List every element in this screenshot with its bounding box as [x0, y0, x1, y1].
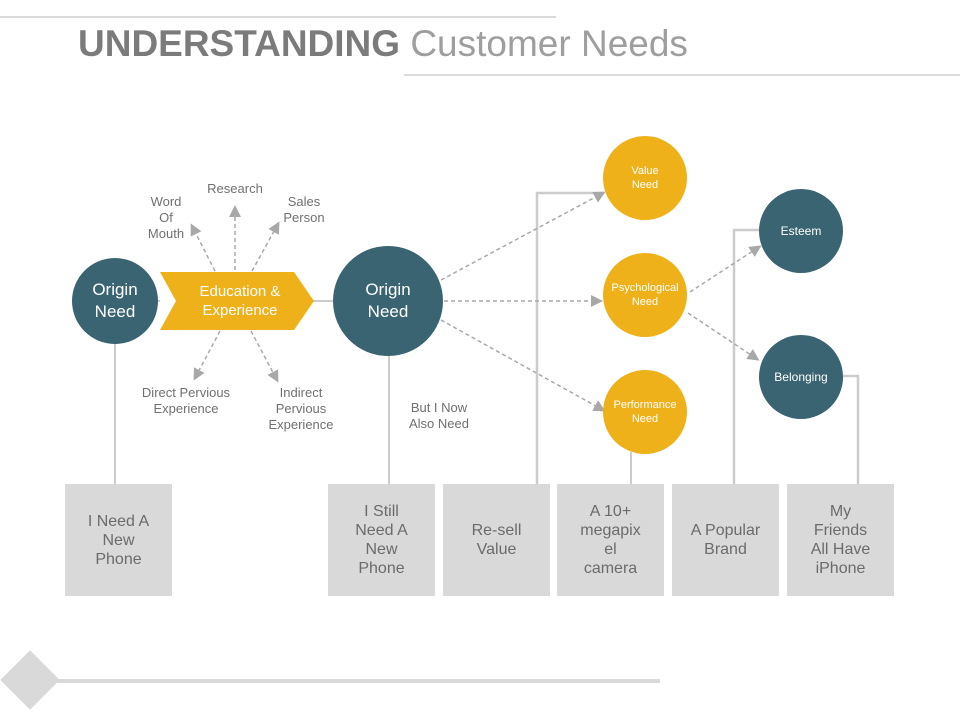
- indirect-pervious-experience-label: Indirect Pervious Experience: [268, 385, 334, 432]
- performance-need-circle: Performance Need: [603, 370, 687, 454]
- word-of-mouth-label: Word Of Mouth: [147, 194, 185, 241]
- page-title: UNDERSTANDING Customer Needs: [78, 22, 688, 66]
- arrow-to-belonging: [687, 312, 760, 361]
- box-i-still-need-a-new-phone: I Still Need A New Phone: [328, 484, 435, 596]
- arrow-word-of-mouth: [190, 223, 216, 272]
- box-megapixel-camera: A 10+ megapix el camera: [557, 484, 664, 596]
- esteem-circle: Esteem: [759, 189, 843, 273]
- research-label: Research: [207, 181, 263, 196]
- connector-value: [535, 191, 604, 484]
- box-friends-iphone: My Friends All Have iPhone: [787, 484, 894, 596]
- title-bold: UNDERSTANDING: [78, 23, 401, 64]
- box-popular-brand: A Popular Brand: [672, 484, 779, 596]
- box-re-sell-value: Re-sell Value: [443, 484, 550, 596]
- title-light: Customer Needs: [410, 23, 688, 64]
- arrow-to-esteem: [689, 245, 762, 293]
- connector-belonging: [840, 374, 860, 484]
- sales-person-label: Sales Person: [283, 194, 325, 225]
- education-arrow-shape: [160, 272, 314, 330]
- origin-need-center-circle: Origin Need: [333, 246, 443, 356]
- direct-pervious-experience-label: Direct Pervious Experience: [141, 385, 231, 416]
- psychological-need-circle: Psychological Need: [603, 253, 687, 337]
- arrow-indirect: [250, 330, 279, 383]
- arrow-to-performance: [440, 319, 606, 412]
- connector-esteem: [732, 228, 762, 484]
- belonging-circle: Belonging: [759, 335, 843, 419]
- but-i-now-also-need-label: But I Now Also Need: [409, 400, 469, 431]
- education-experience-label: Education & Experience: [199, 283, 281, 319]
- origin-need-left-circle: Origin Need: [72, 258, 158, 344]
- value-need-circle: Value Need: [603, 136, 687, 220]
- arrow-to-value: [440, 191, 606, 281]
- arrow-direct: [193, 330, 221, 381]
- box-i-need-a-new-phone: I Need A New Phone: [65, 484, 172, 596]
- arrow-sales-person: [251, 221, 280, 272]
